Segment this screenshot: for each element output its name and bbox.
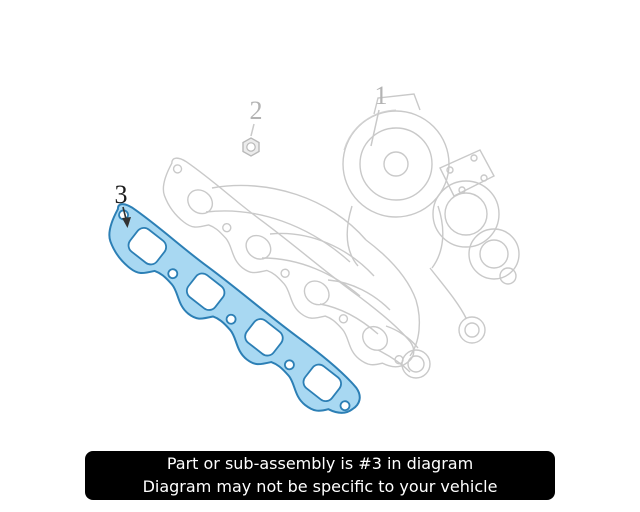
gasket-port-3 [244,318,284,357]
callout-3[interactable]: 3 [115,180,132,228]
manifold-port-1 [187,189,214,215]
gasket-port-1 [127,227,168,266]
callout-1[interactable]: 1 [370,81,388,147]
gasket-body[interactable] [93,200,368,430]
gasket-bolt-hole [225,313,237,325]
turbocharger-outline [342,93,520,344]
gasket-bolt-hole [339,400,351,412]
banner-line-1: Part or sub-assembly is #3 in diagram [166,454,474,473]
gasket-bolt-hole [167,268,179,280]
manifold-port-2 [245,234,272,260]
callout-2[interactable]: 2 [250,96,263,137]
callout-1-leader [370,109,380,147]
callout-3-arrowhead-icon [122,217,131,228]
gasket-port-2 [185,272,226,311]
manifold-runners-outline [205,184,431,379]
callout-2-leader [250,123,255,137]
callout-3-leader [122,206,127,220]
manifold-port-3 [303,280,330,306]
gasket-port-4 [302,363,342,403]
callout-3-label[interactable]: 3 [115,180,128,209]
gasket-highlight[interactable] [93,200,368,430]
gasket-bolt-hole [284,359,295,371]
nut-outline [242,137,260,157]
manifold-flange-band [162,157,415,368]
callout-2-label[interactable]: 2 [250,96,263,125]
manifold-port-4 [362,325,389,351]
manifold-flange-outline [162,157,415,368]
callout-1-label[interactable]: 1 [375,81,388,110]
note-banner: Part or sub-assembly is #3 in diagram Di… [85,451,555,500]
banner-line-2: Diagram may not be specific to your vehi… [142,477,498,496]
